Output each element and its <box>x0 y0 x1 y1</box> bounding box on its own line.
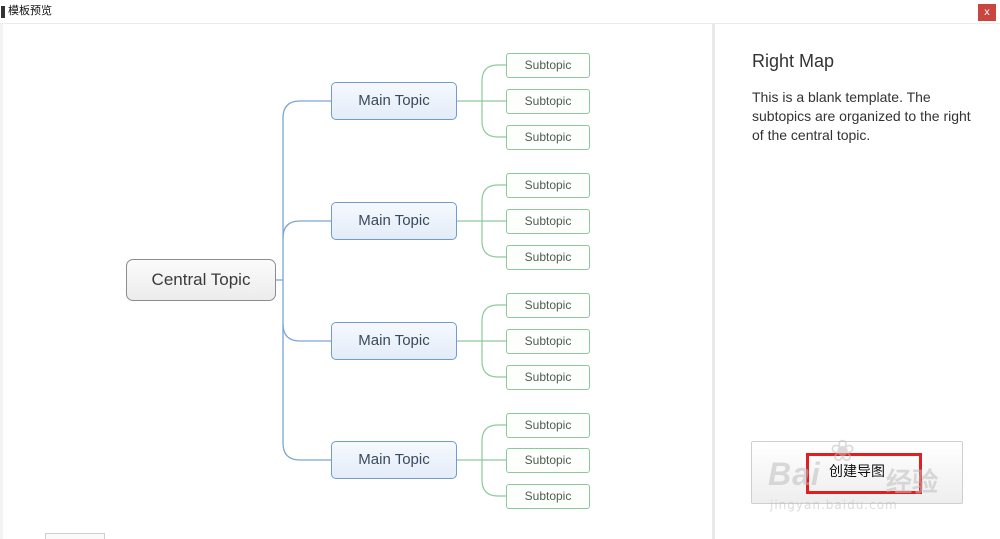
subtopic: Subtopic <box>506 293 590 318</box>
bottom-tab-fragment <box>45 533 105 539</box>
subtopic: Subtopic <box>506 413 590 438</box>
panel-divider <box>712 24 715 539</box>
subtopic: Subtopic <box>506 125 590 150</box>
subtopic: Subtopic <box>506 173 590 198</box>
subtopic: Subtopic <box>506 329 590 354</box>
subtopic: Subtopic <box>506 53 590 78</box>
subtopic: Subtopic <box>506 209 590 234</box>
subtopic: Subtopic <box>506 448 590 473</box>
create-map-label: 创建导图 <box>829 464 885 480</box>
app-icon <box>1 6 5 18</box>
subtopic: Subtopic <box>506 484 590 509</box>
connector-lines <box>276 64 506 497</box>
subtopic: Subtopic <box>506 365 590 390</box>
template-preview: Central Topic Main Topic Main Topic Main… <box>4 24 713 539</box>
left-edge-strip <box>0 24 3 539</box>
sub-connectors <box>457 64 506 497</box>
title-bar: 模板预览 x <box>0 0 1000 24</box>
close-button[interactable]: x <box>978 4 996 21</box>
window-title: 模板预览 <box>8 4 52 17</box>
main-connectors <box>276 100 331 461</box>
highlight-annotation <box>806 453 922 494</box>
template-title: Right Map <box>752 51 835 71</box>
main-topic: Main Topic <box>331 82 457 120</box>
central-topic: Central Topic <box>126 259 276 301</box>
template-description: This is a blank template. The subtopics … <box>752 89 971 143</box>
main-topic: Main Topic <box>331 322 457 360</box>
main-topic: Main Topic <box>331 441 457 479</box>
subtopic: Subtopic <box>506 89 590 114</box>
main-topic: Main Topic <box>331 202 457 240</box>
subtopic: Subtopic <box>506 245 590 270</box>
